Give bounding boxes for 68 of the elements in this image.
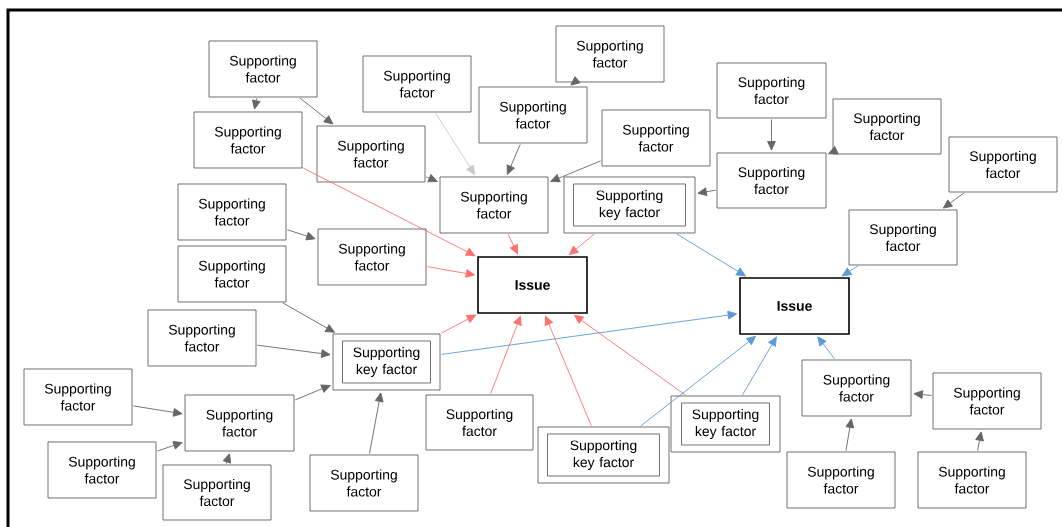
arrow bbox=[490, 315, 522, 395]
factor-box: Supporting factor bbox=[801, 359, 912, 417]
factor-box: Supporting factor bbox=[848, 209, 958, 266]
arrow bbox=[256, 344, 331, 358]
factor-box: Supporting factor bbox=[208, 40, 318, 98]
factor-box: Supporting factor bbox=[478, 86, 588, 144]
key-factor-box: Supporting key factor bbox=[563, 176, 696, 234]
factor-box: Supporting factor bbox=[317, 228, 427, 286]
factor-box: Supporting factor bbox=[948, 136, 1058, 193]
key-factor-box: Supporting key factor bbox=[332, 333, 441, 391]
factor-box: Supporting factor bbox=[425, 394, 534, 451]
arrow bbox=[282, 302, 335, 333]
arrow bbox=[544, 315, 592, 427]
arrow bbox=[507, 233, 518, 255]
arrow bbox=[845, 418, 855, 452]
arrow bbox=[252, 97, 261, 110]
arrow bbox=[426, 266, 476, 278]
arrow bbox=[132, 405, 183, 417]
factor-box: Supporting factor bbox=[917, 451, 1027, 509]
issue-box: Issue bbox=[477, 256, 588, 314]
arrow bbox=[574, 314, 686, 396]
arrow bbox=[222, 453, 232, 465]
key-factor-box: Supporting key factor bbox=[670, 395, 781, 453]
factor-box: Supporting factor bbox=[147, 309, 257, 367]
factor-box: Supporting factor bbox=[177, 245, 287, 303]
issue-box: Issue bbox=[739, 277, 850, 335]
arrow bbox=[676, 233, 746, 277]
arrow bbox=[570, 76, 581, 86]
arrow bbox=[302, 167, 476, 257]
arrow bbox=[817, 336, 835, 360]
factor-box: Supporting factor bbox=[439, 176, 549, 234]
factor-box: Supporting factor bbox=[316, 125, 426, 183]
factor-box: Supporting factor bbox=[716, 152, 827, 209]
arrow bbox=[156, 441, 183, 452]
arrow bbox=[440, 314, 477, 334]
arrow bbox=[550, 160, 602, 183]
factor-box: Supporting factor bbox=[786, 451, 896, 509]
arrow bbox=[975, 431, 984, 452]
factor-box: Supporting factor bbox=[177, 183, 287, 241]
arrow bbox=[435, 112, 475, 175]
factor-box: Supporting factor bbox=[716, 62, 827, 119]
arrow bbox=[942, 192, 965, 209]
arrow bbox=[286, 229, 316, 241]
factor-box: Supporting factor bbox=[932, 372, 1042, 430]
arrow bbox=[294, 384, 331, 401]
factor-box: Supporting factor bbox=[555, 25, 665, 83]
factor-box: Supporting factor bbox=[23, 368, 133, 426]
factor-box: Supporting factor bbox=[601, 109, 711, 167]
factor-box: Supporting factor bbox=[309, 454, 419, 512]
arrow bbox=[742, 336, 777, 396]
arrow bbox=[568, 233, 595, 255]
arrow bbox=[640, 335, 756, 427]
key-factor-box: Supporting key factor bbox=[537, 426, 670, 484]
factor-box: Supporting factor bbox=[162, 464, 272, 521]
factor-box: Supporting factor bbox=[193, 111, 303, 169]
arrow bbox=[506, 143, 521, 175]
factor-box: Supporting factor bbox=[832, 98, 942, 155]
arrow bbox=[767, 118, 776, 151]
arrow bbox=[369, 392, 384, 455]
arrow bbox=[440, 310, 738, 355]
arrow bbox=[425, 174, 438, 183]
arrow bbox=[841, 265, 859, 277]
arrow bbox=[913, 390, 933, 399]
arrow bbox=[697, 187, 717, 197]
factor-box: Supporting factor bbox=[362, 55, 472, 113]
arrow bbox=[828, 146, 839, 155]
factor-box: Supporting factor bbox=[47, 441, 157, 499]
factor-box: Supporting factor bbox=[184, 394, 295, 452]
